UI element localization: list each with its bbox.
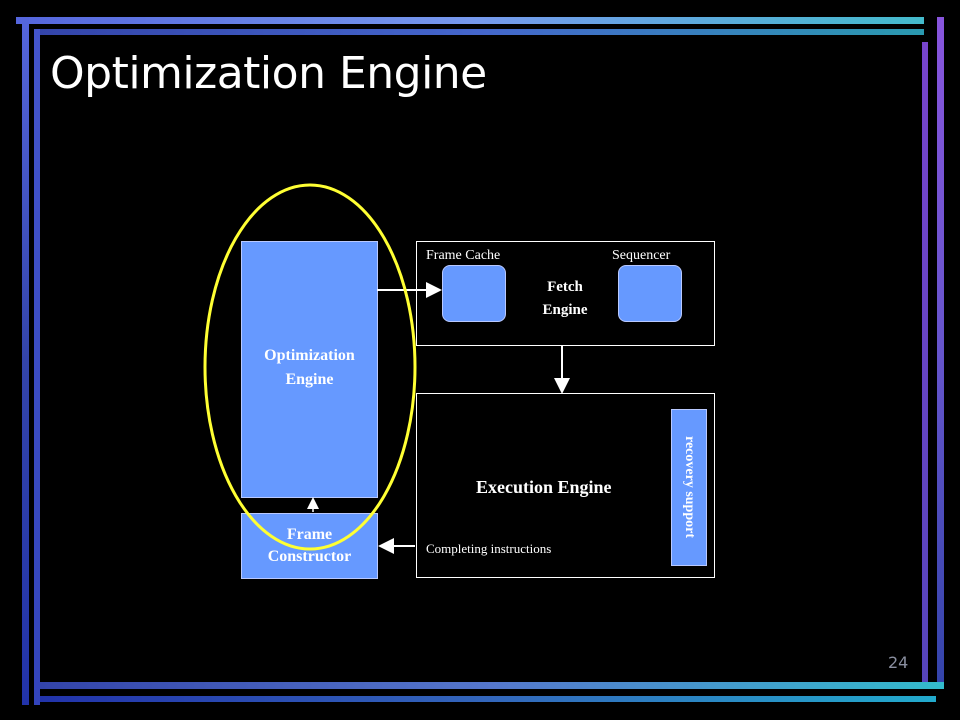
- right-frame-bar-secondary: [922, 42, 928, 689]
- left-frame-bar-secondary: [34, 29, 40, 705]
- optimization-engine-label-line2: Engine: [285, 371, 334, 388]
- completing-instructions-label: Completing instructions: [426, 541, 552, 556]
- recovery-support-block: recovery support: [671, 409, 707, 566]
- sequencer-block: [618, 265, 682, 322]
- frame-constructor-box: Frame Constructor: [241, 513, 378, 579]
- left-frame-bar: [22, 17, 29, 705]
- frame-constructor-label-line1: Frame: [286, 526, 333, 543]
- optimization-engine-box: Optimization Engine: [241, 241, 378, 498]
- fetch-engine-box: [416, 241, 715, 346]
- fetch-engine-label-line1: Fetch: [547, 279, 583, 295]
- page-number: 24: [888, 653, 909, 672]
- fetch-engine-label-line2: Engine: [542, 301, 588, 318]
- frame-cache-block: [442, 265, 506, 322]
- top-frame-bar: [16, 17, 924, 24]
- top-frame-bar-secondary: [36, 29, 924, 35]
- frame-cache-label: Frame Cache: [426, 248, 501, 263]
- frame-constructor-label-line2: Constructor: [267, 548, 352, 566]
- sequencer-label: Sequencer: [612, 248, 671, 263]
- highlight-ellipse: [203, 183, 417, 551]
- right-frame-bar: [937, 17, 944, 689]
- slide-title: Optimization Engine: [50, 48, 487, 99]
- execution-engine-label: Execution Engine: [476, 477, 612, 497]
- optimization-engine-label-line1: Optimization: [264, 347, 355, 364]
- bottom-frame-bar: [40, 682, 944, 689]
- bottom-frame-bar-secondary: [40, 696, 936, 702]
